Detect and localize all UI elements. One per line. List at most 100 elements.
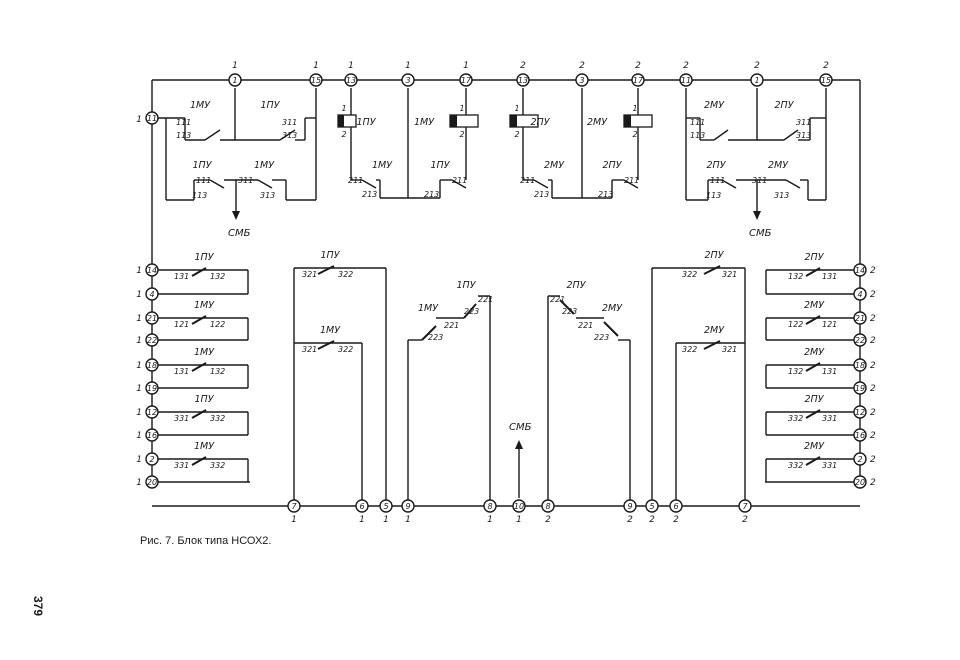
inner-left-pin-a: 321 — [302, 345, 317, 354]
coil-0-label: 1ПУ — [357, 117, 377, 128]
top-terminal-10-side: 2 — [823, 61, 829, 71]
side-terminal-11 — [145, 111, 159, 125]
left-terminal-0-side: 1 — [136, 266, 142, 276]
mid-contact-title: 2МУ — [544, 160, 565, 171]
stack-switches — [191, 267, 821, 466]
stair-left-upper-pin-b: 223 — [464, 307, 479, 316]
right-terminal-3-side: 2 — [870, 336, 876, 346]
mid-contact-title: 2ПУ — [603, 160, 623, 171]
bottom-terminal-1 — [355, 499, 369, 513]
left-stack-pin-b: 332 — [210, 461, 225, 470]
coil-0-pin-bottom: 2 — [341, 130, 346, 139]
top-terminal-0-number: 1 — [232, 76, 237, 85]
right-terminal-8-number: 2 — [857, 455, 862, 464]
smb-label-left: СМБ — [228, 228, 251, 239]
left-terminal-2-side: 1 — [136, 314, 142, 324]
left-terminal-9 — [145, 475, 159, 489]
right-terminal-7 — [853, 428, 867, 442]
right-stack-pin-a: 332 — [788, 414, 803, 423]
right-terminal-6 — [853, 405, 867, 419]
stair-left-wires — [407, 295, 491, 506]
top-terminal-1-number: 15 — [311, 76, 321, 85]
left-terminal-0-number: 14 — [147, 266, 157, 275]
bottom-terminal-8 — [645, 499, 659, 513]
right-terminal-7-number: 16 — [855, 431, 865, 440]
left-terminal-1 — [145, 287, 159, 301]
right-stack-pin-a: 132 — [788, 272, 803, 281]
top-terminal-8-number: 11 — [681, 76, 691, 85]
contact-pin-a: 111 — [690, 118, 705, 127]
figure-caption: Рис. 7. Блок типа НСОХ2. — [140, 535, 271, 547]
contact-title: 2ПУ — [775, 100, 795, 111]
left-terminal-7-number: 16 — [147, 431, 157, 440]
right-terminal-2 — [853, 311, 867, 325]
left-terminal-0 — [145, 263, 159, 277]
top-terminal-3 — [401, 73, 415, 87]
top-left-contact-group — [152, 88, 317, 220]
left-terminal-9-side: 1 — [136, 478, 142, 488]
mid-contact-pin-a: 211 — [452, 176, 467, 185]
right-terminal-5-number: 19 — [855, 384, 865, 393]
inner-left-wires — [293, 265, 387, 506]
mid-contact-pin-a: 211 — [624, 176, 639, 185]
bottom-terminal-9-number: 6 — [673, 502, 678, 511]
right-terminal-2-side: 2 — [870, 314, 876, 324]
bottom-terminal-7-side: 2 — [627, 515, 633, 525]
left-terminal-4-side: 1 — [136, 361, 142, 371]
inner-left-pin-b: 322 — [338, 270, 353, 279]
stair-left-lower-pin-a: 221 — [444, 321, 459, 330]
right-terminal-3 — [853, 333, 867, 347]
coil-1-pin-bottom: 2 — [459, 130, 464, 139]
right-terminal-9-number: 20 — [855, 478, 865, 487]
coil-1mu — [449, 114, 479, 128]
contact-pin-b: 313 — [282, 131, 297, 140]
contact-pin-b: 113 — [176, 131, 191, 140]
mid-contact-title: 1МУ — [372, 160, 393, 171]
inner-right-pin-a: 322 — [682, 270, 697, 279]
top-terminal-2-side: 1 — [348, 61, 354, 71]
right-stack-pin-a: 132 — [788, 367, 803, 376]
contact-pin-b: 113 — [690, 131, 705, 140]
inner-left-pin-a: 321 — [302, 270, 317, 279]
right-terminal-4-number: 18 — [855, 361, 865, 370]
stair-right-upper-pin-b: 223 — [562, 307, 577, 316]
top-terminal-5-side: 2 — [520, 61, 526, 71]
contact-pin-a: 111 — [710, 176, 725, 185]
top-terminal-4-number: 17 — [461, 76, 472, 85]
top-terminal-1 — [309, 73, 323, 87]
coil-2-pin-top: 1 — [514, 104, 519, 113]
left-terminal-9-number: 20 — [147, 478, 157, 487]
bottom-terminal-9 — [669, 499, 683, 513]
left-stack-pin-b: 332 — [210, 414, 225, 423]
stair-right-lower-title: 2МУ — [602, 303, 623, 314]
right-terminal-1-side: 2 — [870, 290, 876, 300]
frame-wires — [151, 79, 861, 507]
side-terminal-11-side: 1 — [136, 115, 142, 125]
bottom-terminal-9-side: 2 — [673, 515, 679, 525]
left-stack-pin-b: 132 — [210, 367, 225, 376]
bottom-terminal-6-side: 2 — [545, 515, 551, 525]
right-stack-pin-b: 331 — [822, 461, 837, 470]
bottom-terminal-10-side: 2 — [742, 515, 748, 525]
top-terminal-7-number: 17 — [633, 76, 644, 85]
inner-right-title: 2ПУ — [705, 250, 725, 261]
coil-0-pin-top: 1 — [341, 104, 346, 113]
coil-1-pin-top: 1 — [459, 104, 464, 113]
bottom-terminal-1-side: 1 — [359, 515, 365, 525]
top-terminal-5-number: 13 — [518, 76, 528, 85]
left-stack-pin-a: 331 — [174, 414, 189, 423]
left-terminal-1-side: 1 — [136, 290, 142, 300]
left-terminal-7 — [145, 428, 159, 442]
contact-pin-b: 313 — [774, 191, 789, 200]
page-number: 379 — [31, 596, 45, 616]
bottom-terminal-2-number: 5 — [383, 502, 388, 511]
left-terminal-3 — [145, 333, 159, 347]
top-terminal-7-side: 2 — [635, 61, 641, 71]
bottom-terminal-4-side: 1 — [487, 515, 493, 525]
stair-left-lower-pin-b: 223 — [428, 333, 443, 342]
mid-contact-pin-b: 213 — [598, 190, 613, 199]
right-stack-title: 2МУ — [804, 347, 825, 358]
top-terminal-5 — [516, 73, 530, 87]
mid-top-wiring — [350, 88, 639, 199]
